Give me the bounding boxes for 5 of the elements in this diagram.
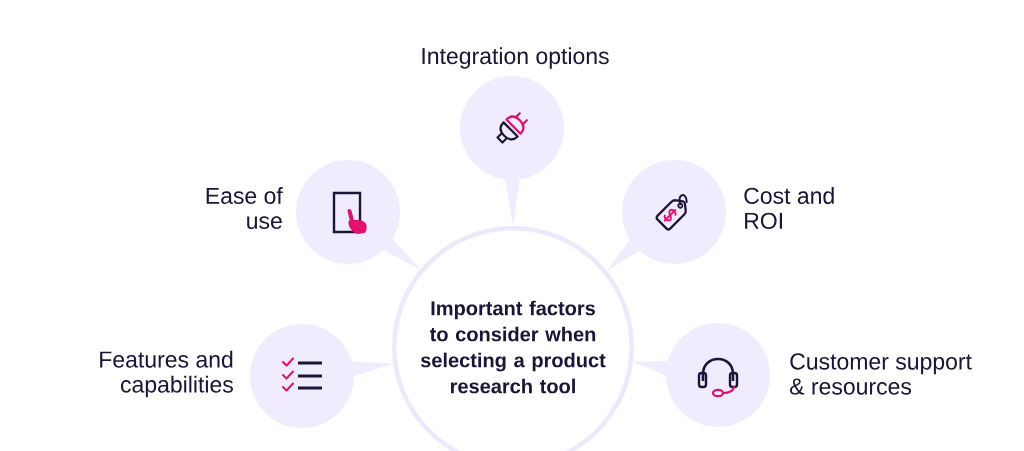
factor-label: Integration options: [422, 47, 609, 69]
factor-label: Customer support & resources: [790, 353, 972, 395]
factor-label: Ease of use: [206, 187, 283, 229]
factor-label: Features and capabilities: [100, 350, 233, 398]
factor-label: Cost and ROI: [744, 187, 834, 229]
